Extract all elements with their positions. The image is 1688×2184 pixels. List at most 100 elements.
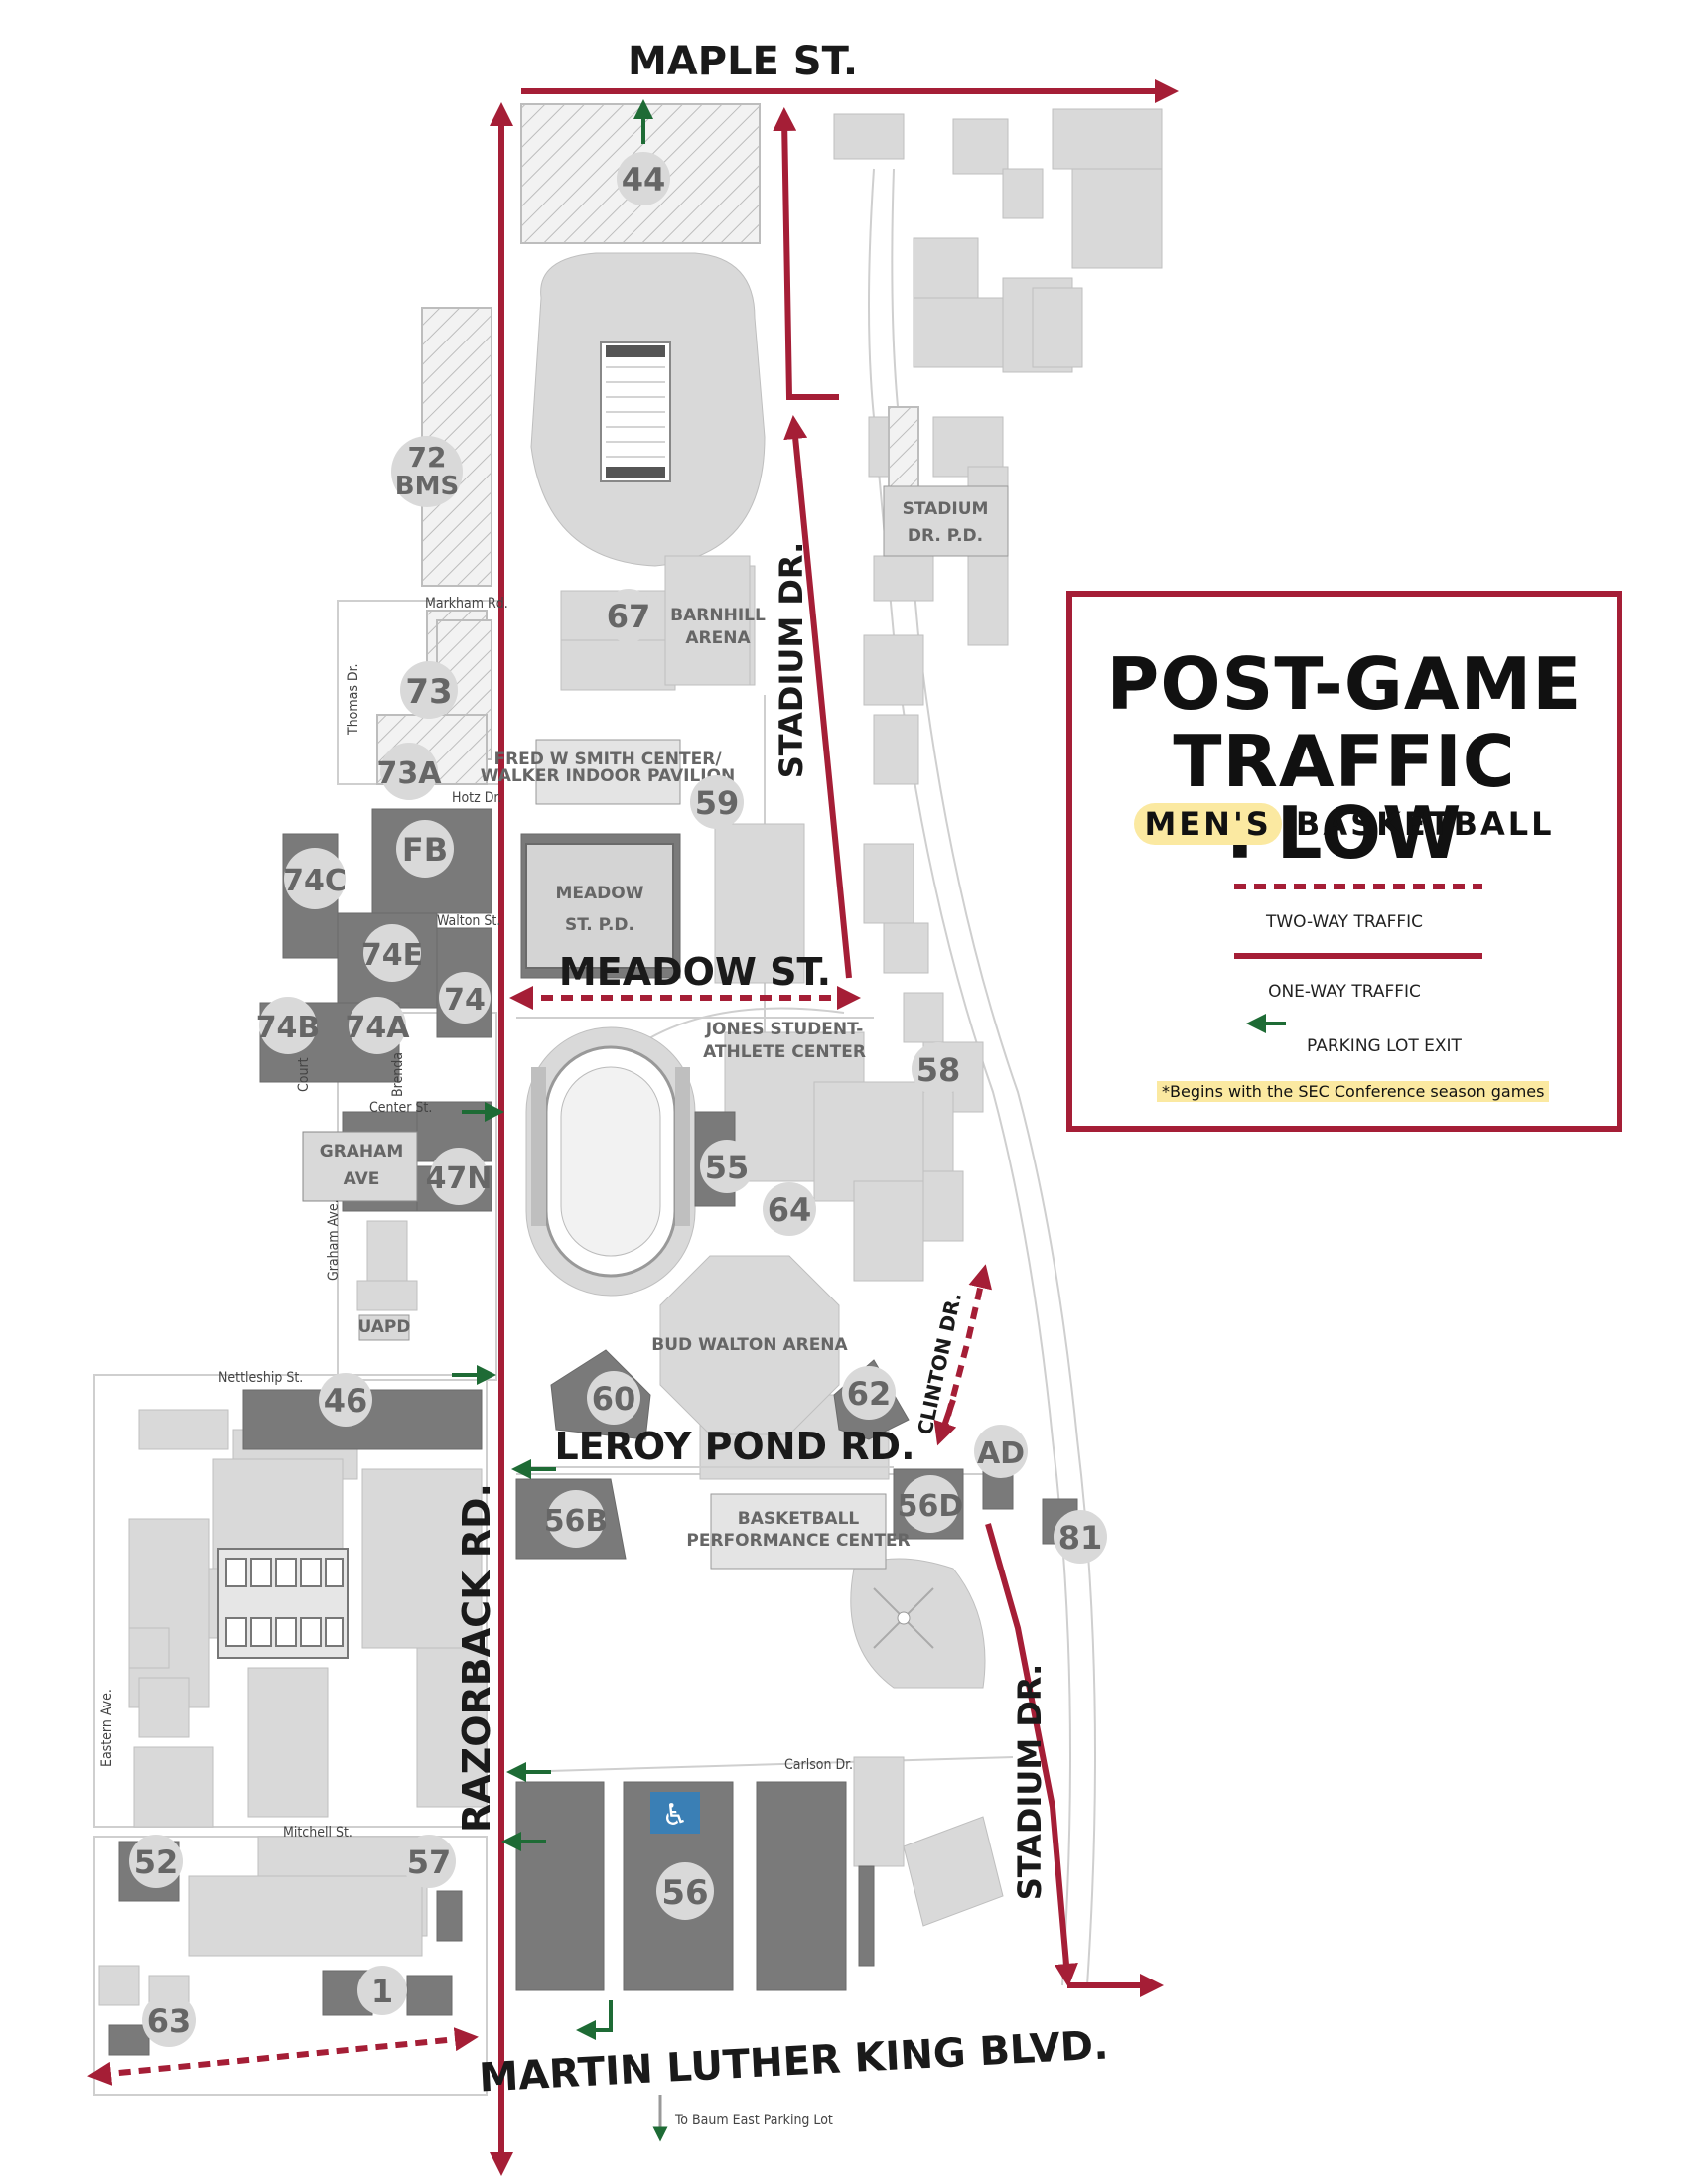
lot-56b-label: 56B xyxy=(544,1504,609,1539)
label-razorback: RAZORBACK RD. xyxy=(455,1483,498,1833)
lot-74-label: 74 xyxy=(444,983,486,1018)
label-meadow: MEADOW ST. xyxy=(559,950,831,994)
bud-walton-arena xyxy=(659,1255,840,1435)
lot-59-label: 59 xyxy=(695,784,740,822)
label-graham: Graham Ave. xyxy=(326,1199,342,1281)
barnhill-arena xyxy=(664,555,751,686)
lot-46-label: 46 xyxy=(324,1382,368,1420)
bball-perf-building xyxy=(710,1493,887,1570)
lot-73: 73 xyxy=(400,661,458,719)
exit-arrow-mlk xyxy=(576,2000,613,2040)
lot-59: 59 xyxy=(690,775,744,829)
lot-67-label: 67 xyxy=(607,598,651,635)
lot-57-label: 57 xyxy=(407,1843,452,1881)
label-thomas: Thomas Dr. xyxy=(346,663,361,736)
football-stadium xyxy=(530,252,766,567)
lot-56d: 56D xyxy=(898,1475,963,1533)
lot-62-label: 62 xyxy=(847,1375,892,1413)
lot-ad-label: AD xyxy=(977,1436,1025,1471)
label-smith-2: WALKER INDOOR PAVILION xyxy=(481,766,736,786)
label-walton: Walton St. xyxy=(437,913,500,929)
lot-64-label: 64 xyxy=(768,1191,812,1229)
lot-fb-label: FB xyxy=(402,831,448,869)
route-clinton-twoway xyxy=(940,1264,992,1435)
lot-73-label: 73 xyxy=(405,672,452,712)
uapd-building xyxy=(358,1314,410,1341)
lot-47n-label: 47N xyxy=(426,1161,492,1196)
label-bud-walton: BUD WALTON ARENA xyxy=(651,1335,848,1355)
road-outlines xyxy=(93,168,1096,2096)
lot-74e: 74E xyxy=(361,924,423,982)
lot-64: 64 xyxy=(763,1182,816,1236)
lot-56-label: 56 xyxy=(661,1873,708,1913)
label-carlson: Carlson Dr. xyxy=(784,1757,853,1773)
lot-60: 60 xyxy=(587,1371,640,1425)
lot-fb: FB xyxy=(396,820,454,878)
lot-67: 67 xyxy=(602,589,655,642)
label-center: Center St. xyxy=(369,1100,432,1116)
label-meadow-pd-2: ST. P.D. xyxy=(565,915,634,935)
lot-72-label: 72 xyxy=(408,441,447,474)
legend-note: *Begins with the SEC Conference season g… xyxy=(1157,1081,1550,1102)
label-stadium-south: STADIUM DR. xyxy=(1011,1664,1049,1901)
lot-73a: 73A xyxy=(377,743,443,800)
lot-60-label: 60 xyxy=(592,1380,636,1418)
lot-74e-label: 74E xyxy=(361,938,423,973)
lot-74a-label: 74A xyxy=(346,1011,411,1045)
label-mitchell: Mitchell St. xyxy=(283,1825,352,1841)
lot-ad: AD xyxy=(974,1425,1028,1478)
legend-panel: POST-GAME TRAFFIC FLOW MEN'S BASKETBALL … xyxy=(1066,591,1622,1132)
legend-exit: PARKING LOT EXIT xyxy=(1307,1036,1462,1056)
label-bball-2: PERFORMANCE CENTER xyxy=(686,1531,910,1551)
label-mlk: MARTIN LUTHER KING BLVD. xyxy=(478,2022,1109,2101)
label-stadium-pd-2: DR. P.D. xyxy=(908,526,983,546)
label-clinton: CLINTON DR. xyxy=(913,1291,966,1437)
lot-46: 46 xyxy=(319,1373,372,1427)
label-stadium-pd-1: STADIUM xyxy=(903,499,989,519)
legend-swatches xyxy=(1234,884,1482,1033)
lot-44-label: 44 xyxy=(622,161,666,199)
label-jones-1: JONES STUDENT- xyxy=(705,1020,864,1039)
lot-73a-label: 73A xyxy=(377,756,443,791)
lot-62: 62 xyxy=(842,1366,896,1420)
label-stadium-north: STADIUM DR. xyxy=(773,542,810,779)
lot-74b-label: 74B xyxy=(256,1011,321,1045)
lot-56b: 56B xyxy=(544,1490,609,1548)
traffic-routes xyxy=(87,79,1179,2176)
dorm-grid xyxy=(217,1548,349,1659)
lot-74: 74 xyxy=(439,972,491,1024)
label-eastern: Eastern Ave. xyxy=(99,1689,115,1767)
lot-74a: 74A xyxy=(346,997,411,1054)
label-maple: MAPLE ST. xyxy=(628,39,858,84)
route-stadium-south xyxy=(985,1523,1078,1987)
lot-74c-label: 74C xyxy=(283,864,347,898)
track-stadium xyxy=(525,1026,696,1297)
lot-81-label: 81 xyxy=(1058,1519,1103,1557)
lot-74c: 74C xyxy=(283,848,347,909)
lot-63: 63 xyxy=(142,1993,196,2047)
parking-exits xyxy=(452,99,653,2040)
route-stadium-drive xyxy=(783,415,852,979)
legend-title-line1: POST-GAME xyxy=(1106,642,1583,726)
stadium-pd-building xyxy=(883,485,1009,557)
accessible-parking-sign xyxy=(650,1792,700,1834)
label-bball-1: BASKETBALL xyxy=(738,1509,860,1529)
lot-55: 55 xyxy=(700,1140,754,1193)
label-brenda: Brenda xyxy=(390,1052,406,1097)
label-uapd: UAPD xyxy=(357,1317,410,1337)
label-jones-2: ATHLETE CENTER xyxy=(703,1042,866,1062)
legend-sport: BASKETBALL xyxy=(1295,805,1555,843)
lot-74b: 74B xyxy=(256,997,321,1054)
label-graham-1: GRAHAM xyxy=(320,1142,404,1161)
meadow-pd-building xyxy=(525,843,674,969)
label-court: Court xyxy=(296,1057,312,1092)
label-markham: Markham Rd. xyxy=(425,596,508,612)
lot-57: 57 xyxy=(402,1835,456,1888)
label-smith-1: FRED W SMITH CENTER/ xyxy=(493,750,722,769)
lot-52-label: 52 xyxy=(134,1843,179,1881)
lot-72-sub-label: BMS xyxy=(395,472,459,501)
lot-81: 81 xyxy=(1054,1510,1107,1564)
lot-44: 44 xyxy=(617,152,670,205)
legend-highlight: MEN'S xyxy=(1134,803,1282,845)
